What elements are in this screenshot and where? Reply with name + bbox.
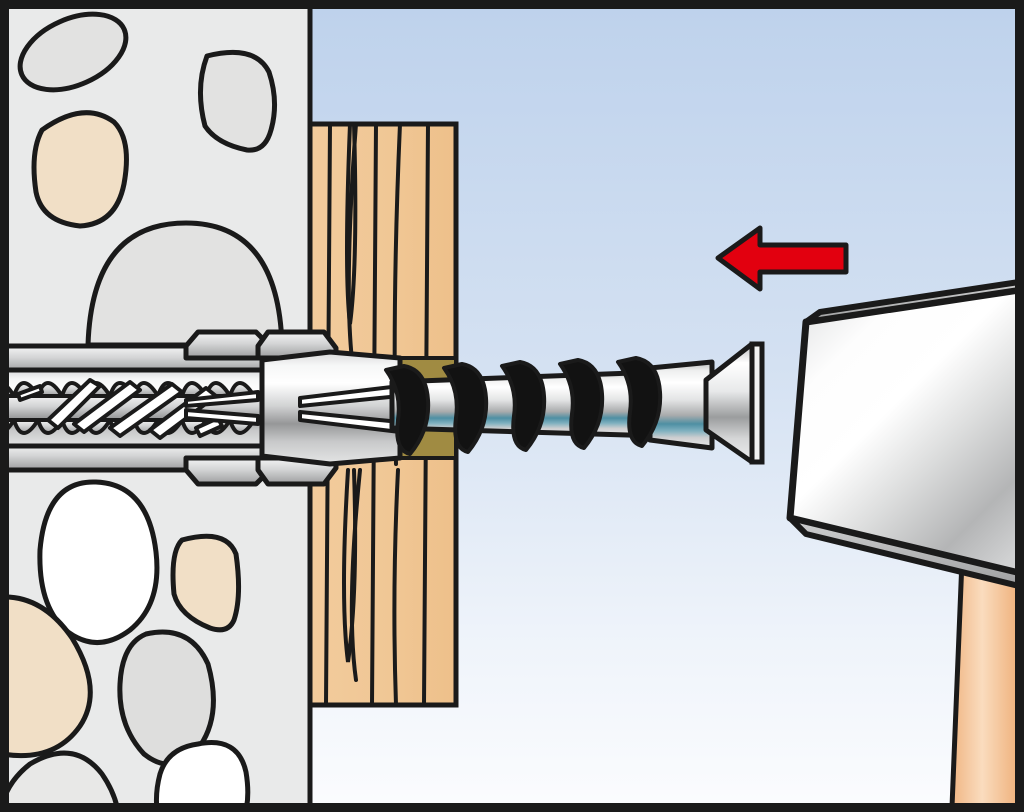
thread-turn xyxy=(616,356,663,448)
nylon-frame-anchor xyxy=(0,329,339,487)
aggregate-stone xyxy=(170,533,242,633)
aggregate-stone xyxy=(197,49,277,153)
aggregate-stone xyxy=(5,594,93,759)
aggregate-stone xyxy=(5,750,120,807)
screw-threads xyxy=(384,356,663,456)
direction-arrow-icon xyxy=(715,225,849,292)
anchor-cone-split-bottom xyxy=(184,408,260,426)
aggregate-stone xyxy=(17,11,129,93)
thread-turn xyxy=(558,358,605,450)
thread-turn xyxy=(442,362,489,454)
aggregate-stone xyxy=(85,220,285,348)
thread-turn xyxy=(384,364,431,456)
hammer-handle xyxy=(949,557,1022,810)
wood-grain-line xyxy=(346,124,358,362)
anchor-front-cone xyxy=(259,349,403,467)
anchor-cone-split-top xyxy=(184,390,260,408)
aggregate-stone xyxy=(31,110,129,229)
screw-head-face xyxy=(749,341,765,465)
wood-grain-line xyxy=(392,468,400,705)
thread-turn xyxy=(500,360,547,452)
aggregate-stone xyxy=(154,740,251,807)
wood-grain-line xyxy=(349,468,362,682)
countersunk-screw xyxy=(384,341,765,465)
anchor-cone-body xyxy=(259,349,403,467)
